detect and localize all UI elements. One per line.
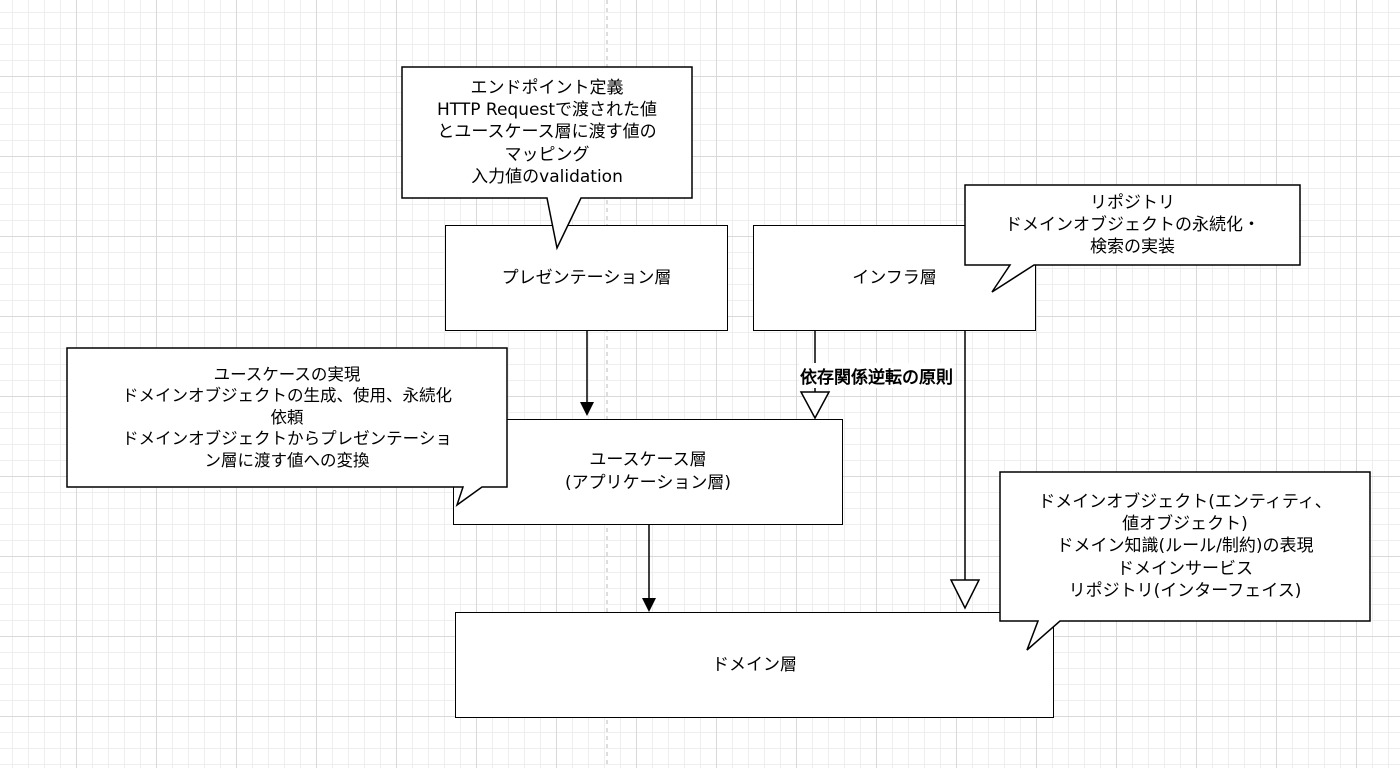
domain-layer-box[interactable]: ドメイン層 xyxy=(455,612,1054,718)
arrowhead-presentation-to-usecase xyxy=(580,402,594,416)
usecase-callout-text: ユースケースの実現 ドメインオブジェクトの生成、使用、永続化 依頼 ドメインオブ… xyxy=(122,364,452,470)
hollow-arrowhead-infra-to-usecase xyxy=(799,391,831,420)
arrowhead-usecase-to-domain xyxy=(642,598,656,612)
usecase-layer-box[interactable]: ユースケース層 (アプリケーション層) xyxy=(453,419,843,525)
hollow-arrowhead-infra-to-domain xyxy=(949,579,981,610)
dependency-inversion-label: 依存関係逆転の原則 xyxy=(799,363,954,388)
infra-callout-text: リポジトリ ドメインオブジェクトの永続化・ 検索の実装 xyxy=(1005,192,1260,258)
presentation-layer-box[interactable]: プレゼンテーション層 xyxy=(445,225,728,331)
presentation-callout-text: エンドポイント定義 HTTP Requestで渡された値 とユースケース層に渡す… xyxy=(437,78,657,187)
domain-callout-text: ドメインオブジェクト(エンティティ、 値オブジェクト) ドメイン知識(ルール/制… xyxy=(1038,492,1332,601)
